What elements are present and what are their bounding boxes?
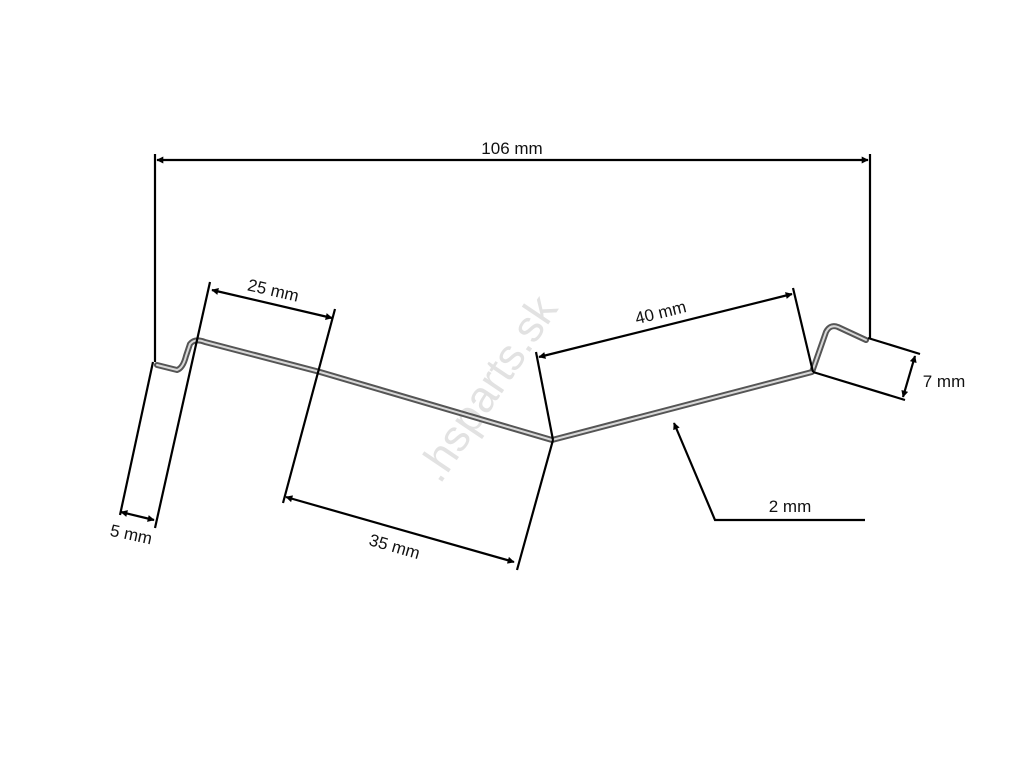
label-7mm: 7 mm bbox=[923, 372, 966, 391]
label-35mm: 35 mm bbox=[367, 530, 422, 563]
label-40mm: 40 mm bbox=[633, 297, 688, 328]
label-25mm: 25 mm bbox=[246, 276, 301, 306]
label-5mm: 5 mm bbox=[108, 521, 154, 548]
label-2mm: 2 mm bbox=[769, 497, 812, 516]
dimension-lines bbox=[118, 154, 921, 571]
label-106mm: 106 mm bbox=[481, 139, 542, 158]
wire bbox=[154, 323, 869, 443]
